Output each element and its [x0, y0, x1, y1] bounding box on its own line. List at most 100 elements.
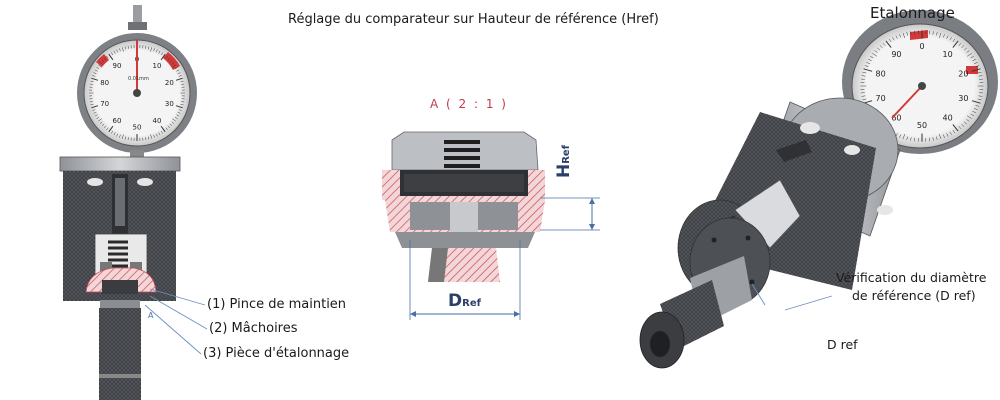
gauge-tick [165, 127, 168, 131]
gauge-tick [949, 37, 952, 41]
calibration-piece [99, 308, 141, 400]
gauge-tick [961, 45, 965, 49]
gauge-unit: 0.01mm [128, 76, 149, 82]
leader-pince [149, 288, 206, 306]
gauge-tick [169, 59, 173, 63]
gauge-tick [966, 53, 972, 57]
gauge-tick [862, 71, 867, 74]
gauge-tick [977, 71, 982, 74]
gauge-scale-label: 90 [891, 50, 901, 59]
gauge-tick [879, 45, 883, 49]
gauge-scale-label: 60 [891, 114, 901, 123]
gauge-tick [106, 127, 109, 131]
gauge-tick [160, 130, 163, 134]
gauge-tick [177, 72, 181, 75]
gauge-tick [180, 103, 184, 106]
gauge-tick [938, 32, 942, 39]
gauge-tick [899, 34, 902, 38]
gauge-tick [145, 45, 147, 49]
gauge-tick [106, 55, 109, 59]
gauge-scale-label: 50 [917, 121, 927, 130]
gauge-tick [874, 50, 878, 53]
gauge-tick [96, 116, 100, 119]
gauge-tick [178, 109, 182, 111]
gauge-scale-label: 40 [153, 117, 162, 125]
gauge-tick [910, 31, 912, 35]
gauge-tick [952, 38, 956, 43]
gauge-tick [966, 50, 970, 53]
etalonnage-heading: Etalonnage [870, 4, 955, 22]
gauge-tick [863, 68, 873, 72]
gauge-tick [177, 111, 181, 114]
gauge-tick [121, 47, 124, 52]
gauge-stem [133, 5, 142, 25]
detail-spring [444, 140, 480, 168]
iso-gauge-needle [891, 85, 923, 119]
gauge-tick [175, 77, 183, 81]
gauge-tick [101, 123, 105, 127]
gauge-tick [96, 67, 100, 70]
body-collar [59, 156, 181, 172]
gauge-tick [181, 83, 185, 85]
gauge-scale-label: 60 [113, 117, 122, 125]
gauge-tick [160, 53, 166, 61]
gauge-tick [121, 134, 124, 139]
gauge-tick [103, 125, 107, 129]
gauge-tick [180, 80, 184, 83]
gauge-tick [127, 45, 129, 49]
gauge-tick [89, 101, 93, 103]
dref-label: D ref [827, 337, 858, 352]
gauge-tick [978, 75, 983, 77]
gauge-scale-label: 20 [958, 69, 968, 78]
gauge-tick [942, 134, 945, 138]
gauge-tick [877, 47, 881, 51]
gauge-tick [906, 136, 908, 140]
gauge-tick [158, 50, 161, 54]
gauge-scale-label: 10 [153, 62, 162, 70]
gauge-tick [977, 98, 982, 101]
gauge-tick [869, 55, 874, 59]
jaws [102, 280, 138, 294]
gauge-tick [93, 72, 97, 75]
gauge-tick [864, 65, 869, 68]
gauge-scale-label: 20 [165, 79, 174, 87]
gauge-tick [949, 131, 952, 135]
gauge-tick [171, 62, 175, 65]
gauge-scale-label: 50 [133, 123, 142, 131]
gauge-tick [974, 107, 978, 110]
gauge-tick [936, 136, 938, 140]
dim-d-label: DRef [448, 291, 481, 311]
gauge-tick [966, 119, 970, 122]
gauge-scale-label: 30 [958, 94, 968, 103]
detail-view-a [382, 131, 600, 320]
gauge-tick [153, 48, 155, 52]
gauge-tick [974, 62, 978, 65]
gauge-tick [938, 133, 942, 140]
gauge-tick [882, 42, 886, 46]
gauge-tick [961, 123, 965, 127]
gauge-tick [175, 105, 183, 109]
gauge-tick [181, 101, 185, 103]
gauge-scale-label: 80 [876, 69, 886, 78]
gauge-tick [862, 98, 867, 101]
gauge-tick [970, 113, 975, 117]
gauge-tick [169, 123, 173, 127]
verification-line1: Vérification du diamètre [836, 270, 987, 285]
gauge-tick [902, 32, 906, 39]
gauge-tick [98, 64, 102, 68]
spring [108, 240, 128, 268]
gauge-tick [90, 80, 94, 83]
gauge-tick [111, 52, 114, 56]
gauge-tick [92, 75, 96, 77]
gauge-tick [91, 77, 99, 81]
gauge-tick [94, 69, 98, 72]
gauge-tick [952, 129, 956, 134]
gauge-tick [971, 68, 981, 72]
gauge-tick [966, 115, 972, 119]
gauge-tick [958, 42, 962, 46]
